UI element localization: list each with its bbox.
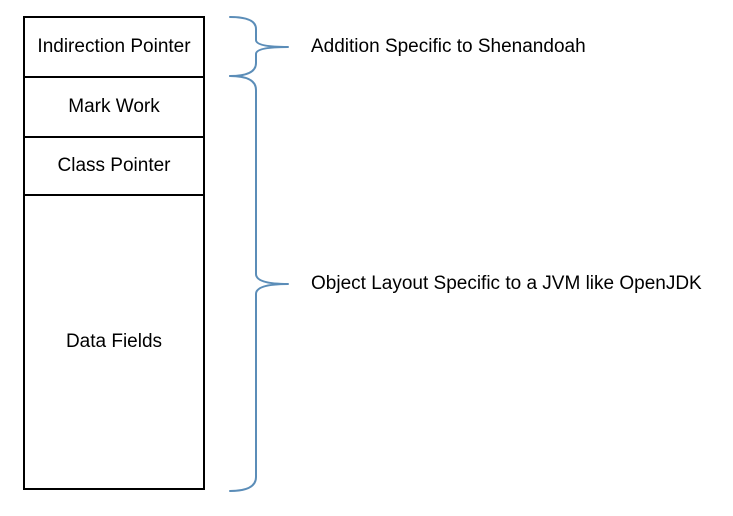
class-pointer-label: Class Pointer [57, 155, 171, 176]
data-fields-cell: Data Fields [25, 196, 203, 488]
mark-work-cell: Mark Work [25, 78, 203, 138]
mark-work-label: Mark Work [68, 96, 160, 117]
data-fields-label: Data Fields [65, 331, 163, 352]
shenandoah-brace [229, 16, 289, 77]
class-pointer-cell: Class Pointer [25, 138, 203, 196]
jvm-layout-brace [229, 75, 289, 492]
indirection-pointer-label: Indirection Pointer [37, 36, 191, 57]
shenandoah-brace-label: Addition Specific to Shenandoah [311, 36, 586, 57]
object-layout-stack: Indirection Pointer Mark Work Class Poin… [23, 16, 205, 490]
indirection-pointer-cell: Indirection Pointer [25, 18, 203, 78]
jvm-layout-brace-label: Object Layout Specific to a JVM like Ope… [311, 273, 702, 294]
